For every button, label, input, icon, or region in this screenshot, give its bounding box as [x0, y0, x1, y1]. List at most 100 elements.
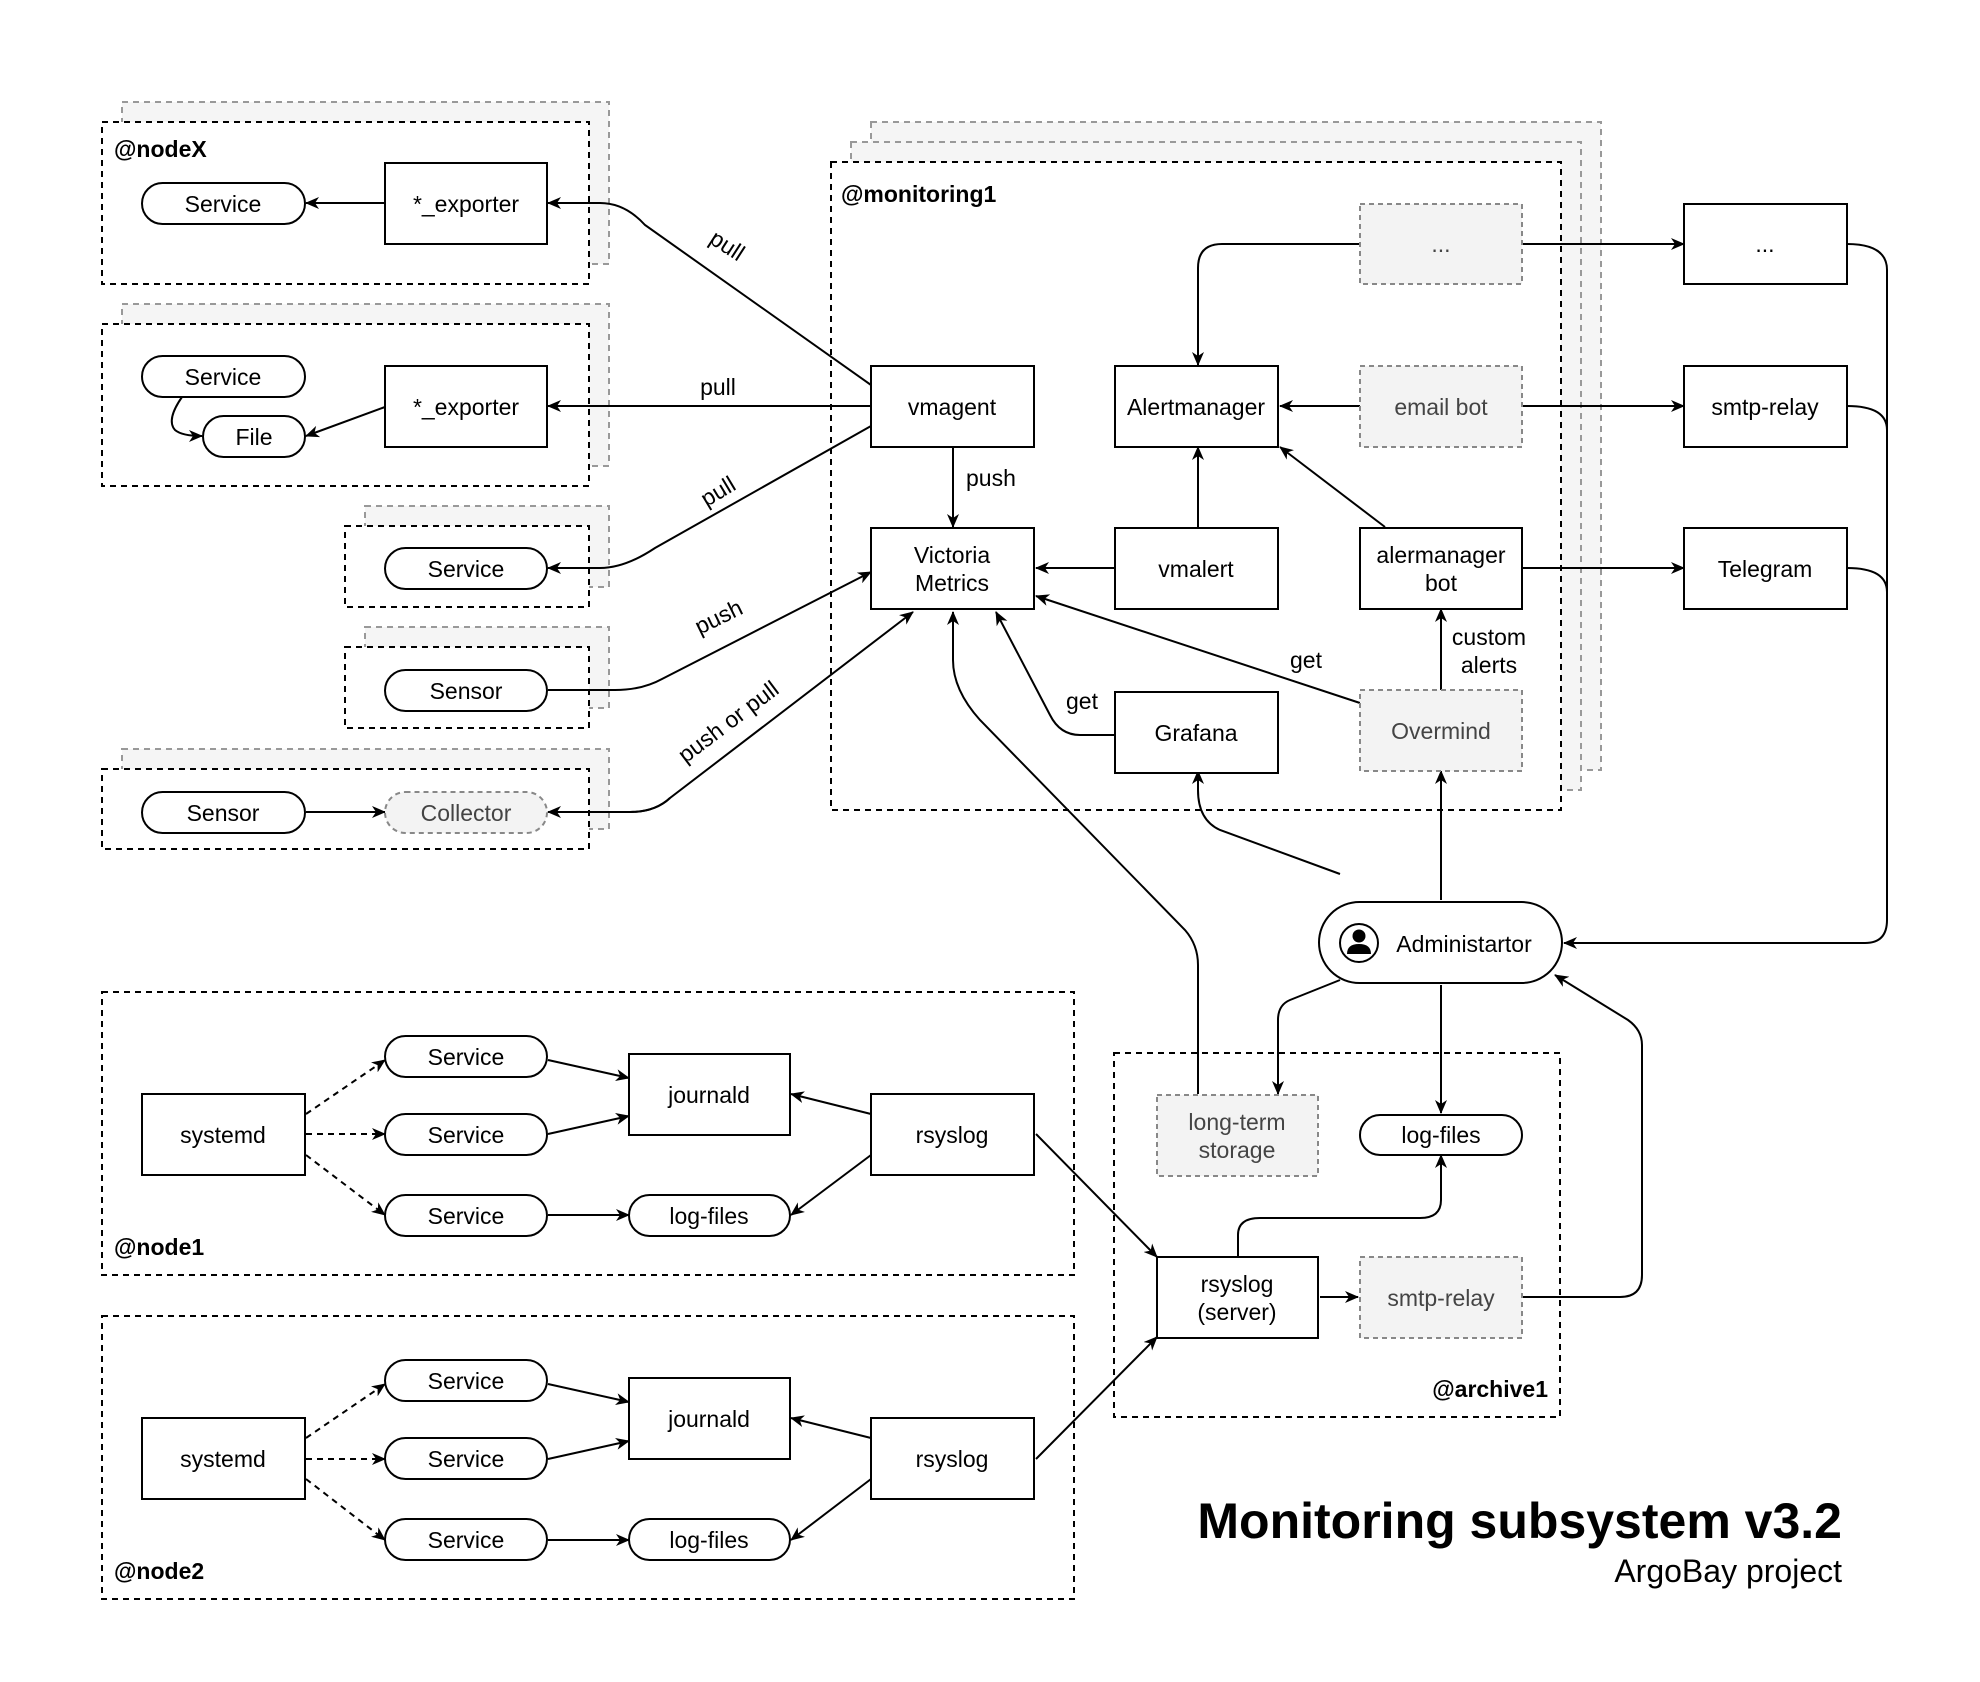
- node-dots-outer[interactable]: ...: [1683, 203, 1848, 285]
- group-label-monitoring: @monitoring1: [841, 181, 997, 207]
- edge-admin-to-longterm: [1272, 979, 1341, 1095]
- node-n2-exporter-label: *_exporter: [413, 394, 519, 420]
- edge-exporter-to-file: [305, 406, 386, 438]
- edge-label-pull-3: pull: [696, 471, 740, 512]
- node-overmind[interactable]: Overmind: [1359, 689, 1523, 772]
- node-alermanager-bot-label-2: bot: [1425, 570, 1458, 596]
- edge-node1-systemd-service-c: [305, 1154, 386, 1216]
- node-node1-service-a[interactable]: Service: [384, 1035, 548, 1078]
- node-victoria-label-1: Victoria: [914, 542, 990, 568]
- node-node2-service-c[interactable]: Service: [384, 1518, 548, 1561]
- node-n5-collector[interactable]: Collector: [384, 791, 548, 834]
- edge-label-push-sensor: push: [690, 594, 746, 639]
- edge-label-pull-1: pull: [705, 225, 749, 266]
- node-node2-rsyslog[interactable]: rsyslog: [870, 1417, 1035, 1500]
- node-node2-service-b[interactable]: Service: [384, 1437, 548, 1480]
- node-email-bot-label: email bot: [1394, 394, 1488, 420]
- node-node1-service-b[interactable]: Service: [384, 1113, 548, 1156]
- edge-vm-pull-collector: [547, 797, 671, 818]
- node-archive-logfiles-label: log-files: [1401, 1122, 1480, 1148]
- node-n2-file[interactable]: File: [202, 415, 306, 458]
- node-nx-service[interactable]: Service: [141, 182, 306, 225]
- diagram-subtitle: ArgoBay project: [1614, 1553, 1842, 1589]
- node-node1-rsyslog[interactable]: rsyslog: [870, 1093, 1035, 1176]
- node-node1-service-c-label: Service: [428, 1203, 505, 1229]
- node-node1-service-b-label: Service: [428, 1122, 505, 1148]
- edge-node1-rsyslog-to-server: [1035, 1133, 1158, 1258]
- edge-node1-rsyslog-logfiles: [790, 1154, 872, 1216]
- node-vmagent[interactable]: vmagent: [870, 365, 1035, 448]
- node-smtp-relay[interactable]: smtp-relay: [1683, 365, 1848, 448]
- edge-vmagent-pull-service: [547, 425, 872, 574]
- edge-node2-rsyslog-logfiles: [790, 1478, 872, 1541]
- edges: [170, 197, 1888, 1546]
- node-node1-systemd[interactable]: systemd: [141, 1093, 306, 1176]
- node-alertmanager-label: Alertmanager: [1127, 394, 1265, 420]
- edge-rsyslogserver-to-logfiles: [1237, 1154, 1447, 1256]
- node-n4-sensor[interactable]: Sensor: [384, 669, 548, 712]
- node-node2-journald[interactable]: journald: [628, 1377, 791, 1460]
- node-longterm-label-2: storage: [1199, 1137, 1276, 1163]
- edge-node2-systemd-service-a: [305, 1383, 386, 1439]
- node-grafana[interactable]: Grafana: [1114, 691, 1279, 774]
- node-node1-journald[interactable]: journald: [628, 1053, 791, 1136]
- node-grafana-label: Grafana: [1154, 720, 1237, 746]
- node-n2-exporter[interactable]: *_exporter: [384, 365, 548, 448]
- node-node1-systemd-label: systemd: [180, 1122, 266, 1148]
- edge-longterm-to-vm: [947, 611, 1199, 1094]
- node-n2-service[interactable]: Service: [141, 355, 306, 398]
- node-nx-exporter[interactable]: *_exporter: [384, 162, 548, 245]
- node-victoria-label-2: Metrics: [915, 570, 989, 596]
- node-node2-service-a[interactable]: Service: [384, 1359, 548, 1402]
- node-vmalert-label: vmalert: [1158, 556, 1234, 582]
- node-victoria-metrics[interactable]: Victoria Metrics: [870, 527, 1035, 610]
- node-longterm-label-1: long-term: [1188, 1109, 1285, 1135]
- node-dots-outer-label: ...: [1755, 231, 1774, 257]
- node-alertmanager[interactable]: Alertmanager: [1114, 365, 1279, 448]
- edge-vmagent-pull-exporter1: [547, 197, 872, 386]
- node-node2-rsyslog-label: rsyslog: [916, 1446, 989, 1472]
- node-n5-collector-label: Collector: [421, 800, 512, 826]
- node-node1-logfiles[interactable]: log-files: [628, 1194, 791, 1237]
- node-node2-systemd[interactable]: systemd: [141, 1417, 306, 1500]
- node-nx-exporter-label: *_exporter: [413, 191, 519, 217]
- edge-dots-to-alertmanager: [1192, 243, 1360, 366]
- node-rsyslog-server-label-2: (server): [1197, 1299, 1276, 1325]
- node-longterm-storage[interactable]: long-term storage: [1156, 1094, 1319, 1177]
- edge-telegram-join: [1846, 567, 1888, 593]
- node-rsyslog-server[interactable]: rsyslog (server): [1156, 1256, 1319, 1339]
- edge-node1-rsyslog-journald: [790, 1091, 872, 1115]
- node-dots-inner-label: ...: [1431, 231, 1450, 257]
- edge-node2-rsyslog-to-server: [1035, 1336, 1158, 1460]
- node-email-bot[interactable]: email bot: [1359, 365, 1523, 448]
- node-telegram-label: Telegram: [1718, 556, 1813, 582]
- node-node2-logfiles-label: log-files: [669, 1527, 748, 1553]
- node-telegram[interactable]: Telegram: [1683, 527, 1848, 610]
- node-node2-logfiles[interactable]: log-files: [628, 1518, 791, 1561]
- node-node1-service-c[interactable]: Service: [384, 1194, 548, 1237]
- node-n5-sensor-label: Sensor: [187, 800, 260, 826]
- edge-node2-service-b-journald: [547, 1437, 630, 1460]
- diagram-title: Monitoring subsystem v3.2: [1197, 1493, 1842, 1549]
- node-vmalert[interactable]: vmalert: [1114, 527, 1279, 610]
- node-vmagent-label: vmagent: [908, 394, 997, 420]
- node-n3-service[interactable]: Service: [384, 547, 548, 590]
- node-administrator-label: Administartor: [1396, 931, 1532, 957]
- edge-grafana-get-vm: [995, 611, 1117, 736]
- node-node2-service-c-label: Service: [428, 1527, 505, 1553]
- node-archive-logfiles[interactable]: log-files: [1359, 1114, 1523, 1156]
- node-node2-journald-label: journald: [667, 1406, 750, 1432]
- edge-label-push-vm: push: [966, 465, 1016, 491]
- node-alermanager-bot[interactable]: alermanager bot: [1359, 527, 1523, 610]
- node-node1-journald-label: journald: [667, 1082, 750, 1108]
- edge-node2-systemd-service-c: [305, 1478, 386, 1541]
- node-node1-rsyslog-label: rsyslog: [916, 1122, 989, 1148]
- user-icon: [1339, 923, 1379, 963]
- node-archive-smtp-relay[interactable]: smtp-relay: [1359, 1256, 1523, 1339]
- edge-node1-systemd-service-a: [305, 1059, 386, 1115]
- node-administrator[interactable]: Administartor: [1318, 901, 1563, 984]
- node-n5-sensor[interactable]: Sensor: [141, 791, 306, 834]
- node-node1-service-a-label: Service: [428, 1044, 505, 1070]
- node-dots-inner[interactable]: ...: [1359, 203, 1523, 285]
